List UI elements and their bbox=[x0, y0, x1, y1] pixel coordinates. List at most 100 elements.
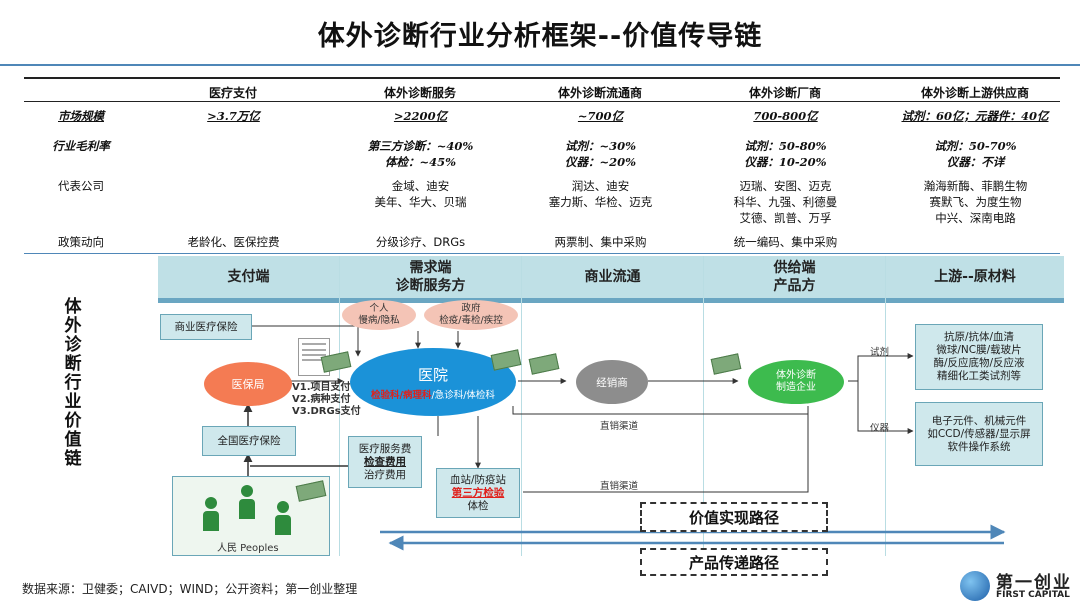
col-header-upstream: 体外诊断上游供应商 bbox=[920, 86, 1029, 100]
first-capital-logo: 第一创业 FIRST CAPITAL bbox=[960, 568, 1078, 606]
row-label-gross-margin: 行业毛利率 bbox=[52, 139, 110, 153]
margin-service-line2: 体检：~45% bbox=[384, 155, 457, 169]
reagent-materials-box: 抗原/抗体/血清 微球/NC膜/载玻片 酶/反应底物/反应液 精细化工类试剂等 bbox=[915, 324, 1043, 390]
chain-col-demand: 需求端 诊断服务方 bbox=[340, 256, 522, 298]
value-chain-vertical-label: 体外诊断行业价值链 bbox=[60, 298, 86, 469]
exam-fee-label: 检查费用 bbox=[364, 455, 406, 468]
policy-manufacturer: 统一编码、集中采购 bbox=[733, 235, 838, 249]
page-title: 体外诊断行业分析框架--价值传导链 bbox=[317, 21, 763, 52]
government-sublabel: 检疫/毒检/疾控 bbox=[439, 315, 503, 326]
vertical-label-char: 值 bbox=[64, 430, 82, 450]
market-size-payment: >3.7万亿 bbox=[207, 109, 260, 123]
chain-col-commerce-label: 商业流通 bbox=[584, 269, 641, 285]
col-header-distributor: 体外诊断流通商 bbox=[557, 86, 642, 100]
payment-version-2: V2.病种支付 bbox=[292, 394, 351, 405]
companies-service-line2: 美年、华大、贝瑞 bbox=[374, 195, 467, 209]
distributor-label: 经销商 bbox=[596, 376, 628, 389]
vertical-label-char: 链 bbox=[64, 449, 82, 469]
companies-manufacturer: 迈瑞、安图、迈克 科华、九强、利德曼 艾德、凯普、万孚 bbox=[698, 178, 873, 226]
vertical-label-char: 断 bbox=[64, 354, 82, 374]
companies-manufacturer-line1: 迈瑞、安图、迈克 bbox=[739, 179, 832, 193]
national-insurance-label: 全国医疗保险 bbox=[217, 434, 281, 447]
title-divider bbox=[0, 64, 1080, 66]
chain-col-supply-label: 供给端 产品方 bbox=[773, 260, 816, 294]
vertical-label-char: 价 bbox=[64, 411, 82, 431]
margin-upstream-line1: 试剂：50-70% bbox=[934, 139, 1017, 153]
market-size-distributor: ~700亿 bbox=[577, 109, 624, 123]
chain-header-bar bbox=[158, 298, 1064, 303]
companies-upstream: 瀚海新酶、菲鹏生物 赛默飞、为度生物 中兴、深南电路 bbox=[888, 178, 1063, 226]
product-path-box: 产品传递路径 bbox=[640, 548, 828, 576]
government-label: 政府 bbox=[461, 303, 481, 314]
third-party-lab-label: 第三方检验 bbox=[451, 486, 505, 499]
chain-col-supply: 供给端 产品方 bbox=[704, 256, 886, 298]
vertical-label-char: 行 bbox=[64, 373, 82, 393]
payment-version-1: V1.项目支付 bbox=[292, 382, 351, 393]
medical-fee-label: 医疗服务费 bbox=[358, 442, 412, 455]
national-insurance-box: 全国医疗保险 bbox=[202, 426, 296, 456]
payment-versions: V1.项目支付 V2.病种支付 V3.DRGs支付 bbox=[292, 382, 361, 418]
market-size-service: >2200亿 bbox=[393, 109, 448, 123]
chain-col-commerce: 商业流通 bbox=[522, 256, 704, 298]
reagent-material-line: 精细化工类试剂等 bbox=[937, 370, 1021, 382]
reagent-material-line: 抗原/抗体/血清 bbox=[943, 331, 1015, 343]
companies-manufacturer-line3: 艾德、凯普、万孚 bbox=[739, 211, 832, 225]
direct-channel-label: 直销渠道 bbox=[600, 481, 639, 492]
source-footnote: 数据来源：卫健委；CAIVD；WIND；公开资料；第一创业整理 bbox=[22, 582, 358, 596]
logo-en: FIRST CAPITAL bbox=[996, 590, 1070, 600]
instrument-material-line: 软件操作系统 bbox=[947, 440, 1011, 453]
col-header-payment: 医疗支付 bbox=[208, 86, 257, 100]
margin-manufacturer: 试剂：50-80% 仪器：10-20% bbox=[698, 138, 873, 170]
instrument-material-line: 如CCD/传感器/显示屏 bbox=[927, 427, 1031, 440]
companies-distributor: 润达、迪安 塞力斯、华检、迈克 bbox=[513, 178, 688, 210]
reagent-material-line: 酶/反应底物/反应液 bbox=[933, 357, 1025, 369]
table-top-rule bbox=[24, 77, 1060, 79]
payment-version-3: V3.DRGs支付 bbox=[292, 406, 361, 417]
table-header-rule bbox=[24, 101, 1060, 102]
market-size-upstream: 试剂：60亿；元器件：40亿 bbox=[901, 109, 1049, 123]
vertical-label-char: 业 bbox=[64, 392, 82, 412]
vertical-label-char: 诊 bbox=[64, 335, 82, 355]
instrument-label: 仪器 bbox=[870, 423, 890, 434]
companies-service: 金域、迪安 美年、华大、贝瑞 bbox=[333, 178, 508, 210]
companies-upstream-line2: 赛默飞、为度生物 bbox=[929, 195, 1022, 209]
treatment-fee-label: 治疗费用 bbox=[364, 468, 406, 481]
chain-connectors bbox=[243, 325, 1006, 551]
individual-sublabel: 慢病/隐私 bbox=[358, 315, 400, 326]
logo-cn: 第一创业 bbox=[996, 573, 1072, 593]
margin-service-line1: 第三方诊断：~40% bbox=[367, 139, 474, 153]
product-path-label: 产品传递路径 bbox=[688, 553, 779, 572]
person-icon bbox=[275, 501, 291, 535]
hospital-label: 医院 bbox=[417, 365, 448, 384]
person-icon bbox=[203, 497, 219, 531]
companies-distributor-line1: 润达、迪安 bbox=[571, 179, 630, 193]
market-size-manufacturer: 700-800亿 bbox=[753, 109, 818, 123]
margin-manufacturer-line2: 仪器：10-20% bbox=[744, 155, 827, 169]
margin-distributor: 试剂：~30% 仪器：~20% bbox=[513, 138, 688, 170]
instrument-materials-box: 电子元件、机械元件 如CCD/传感器/显示屏 软件操作系统 bbox=[915, 402, 1043, 466]
policy-payment: 老龄化、医保控费 bbox=[187, 235, 280, 249]
margin-distributor-line1: 试剂：~30% bbox=[564, 139, 637, 153]
col-separator bbox=[521, 256, 522, 556]
chain-col-payment: 支付端 bbox=[158, 256, 340, 298]
chain-col-upstream-label: 上游--原材料 bbox=[934, 269, 1016, 285]
medical-insurance-bureau: 医保局 bbox=[204, 362, 292, 406]
manufacturer-node: 体外诊断 制造企业 bbox=[748, 360, 844, 404]
individual-demand: 个人 慢病/隐私 bbox=[342, 300, 416, 330]
col-header-service: 体外诊断服务 bbox=[383, 86, 456, 100]
row-label-companies: 代表公司 bbox=[58, 179, 104, 193]
manufacturer-label: 体外诊断 bbox=[776, 370, 816, 381]
direct-channel-label: 直销渠道 bbox=[600, 421, 639, 432]
person-icon bbox=[239, 485, 255, 519]
medical-fee-box: 医疗服务费 检查费用 治疗费用 bbox=[348, 436, 422, 488]
vertical-label-char: 体 bbox=[64, 297, 82, 317]
reagent-label: 试剂 bbox=[870, 347, 890, 358]
manufacturer-sublabel: 制造企业 bbox=[776, 382, 816, 393]
third-party-box: 血站/防疫站 第三方检验 体检 bbox=[436, 468, 520, 518]
companies-service-line1: 金域、迪安 bbox=[391, 179, 450, 193]
chain-col-demand-label: 需求端 诊断服务方 bbox=[395, 260, 466, 294]
cash-icon bbox=[295, 480, 327, 502]
commercial-insurance-label: 商业医疗保险 bbox=[174, 320, 238, 333]
margin-upstream-line2: 仪器：不详 bbox=[946, 155, 1005, 169]
value-path-box: 价值实现路径 bbox=[640, 502, 828, 532]
